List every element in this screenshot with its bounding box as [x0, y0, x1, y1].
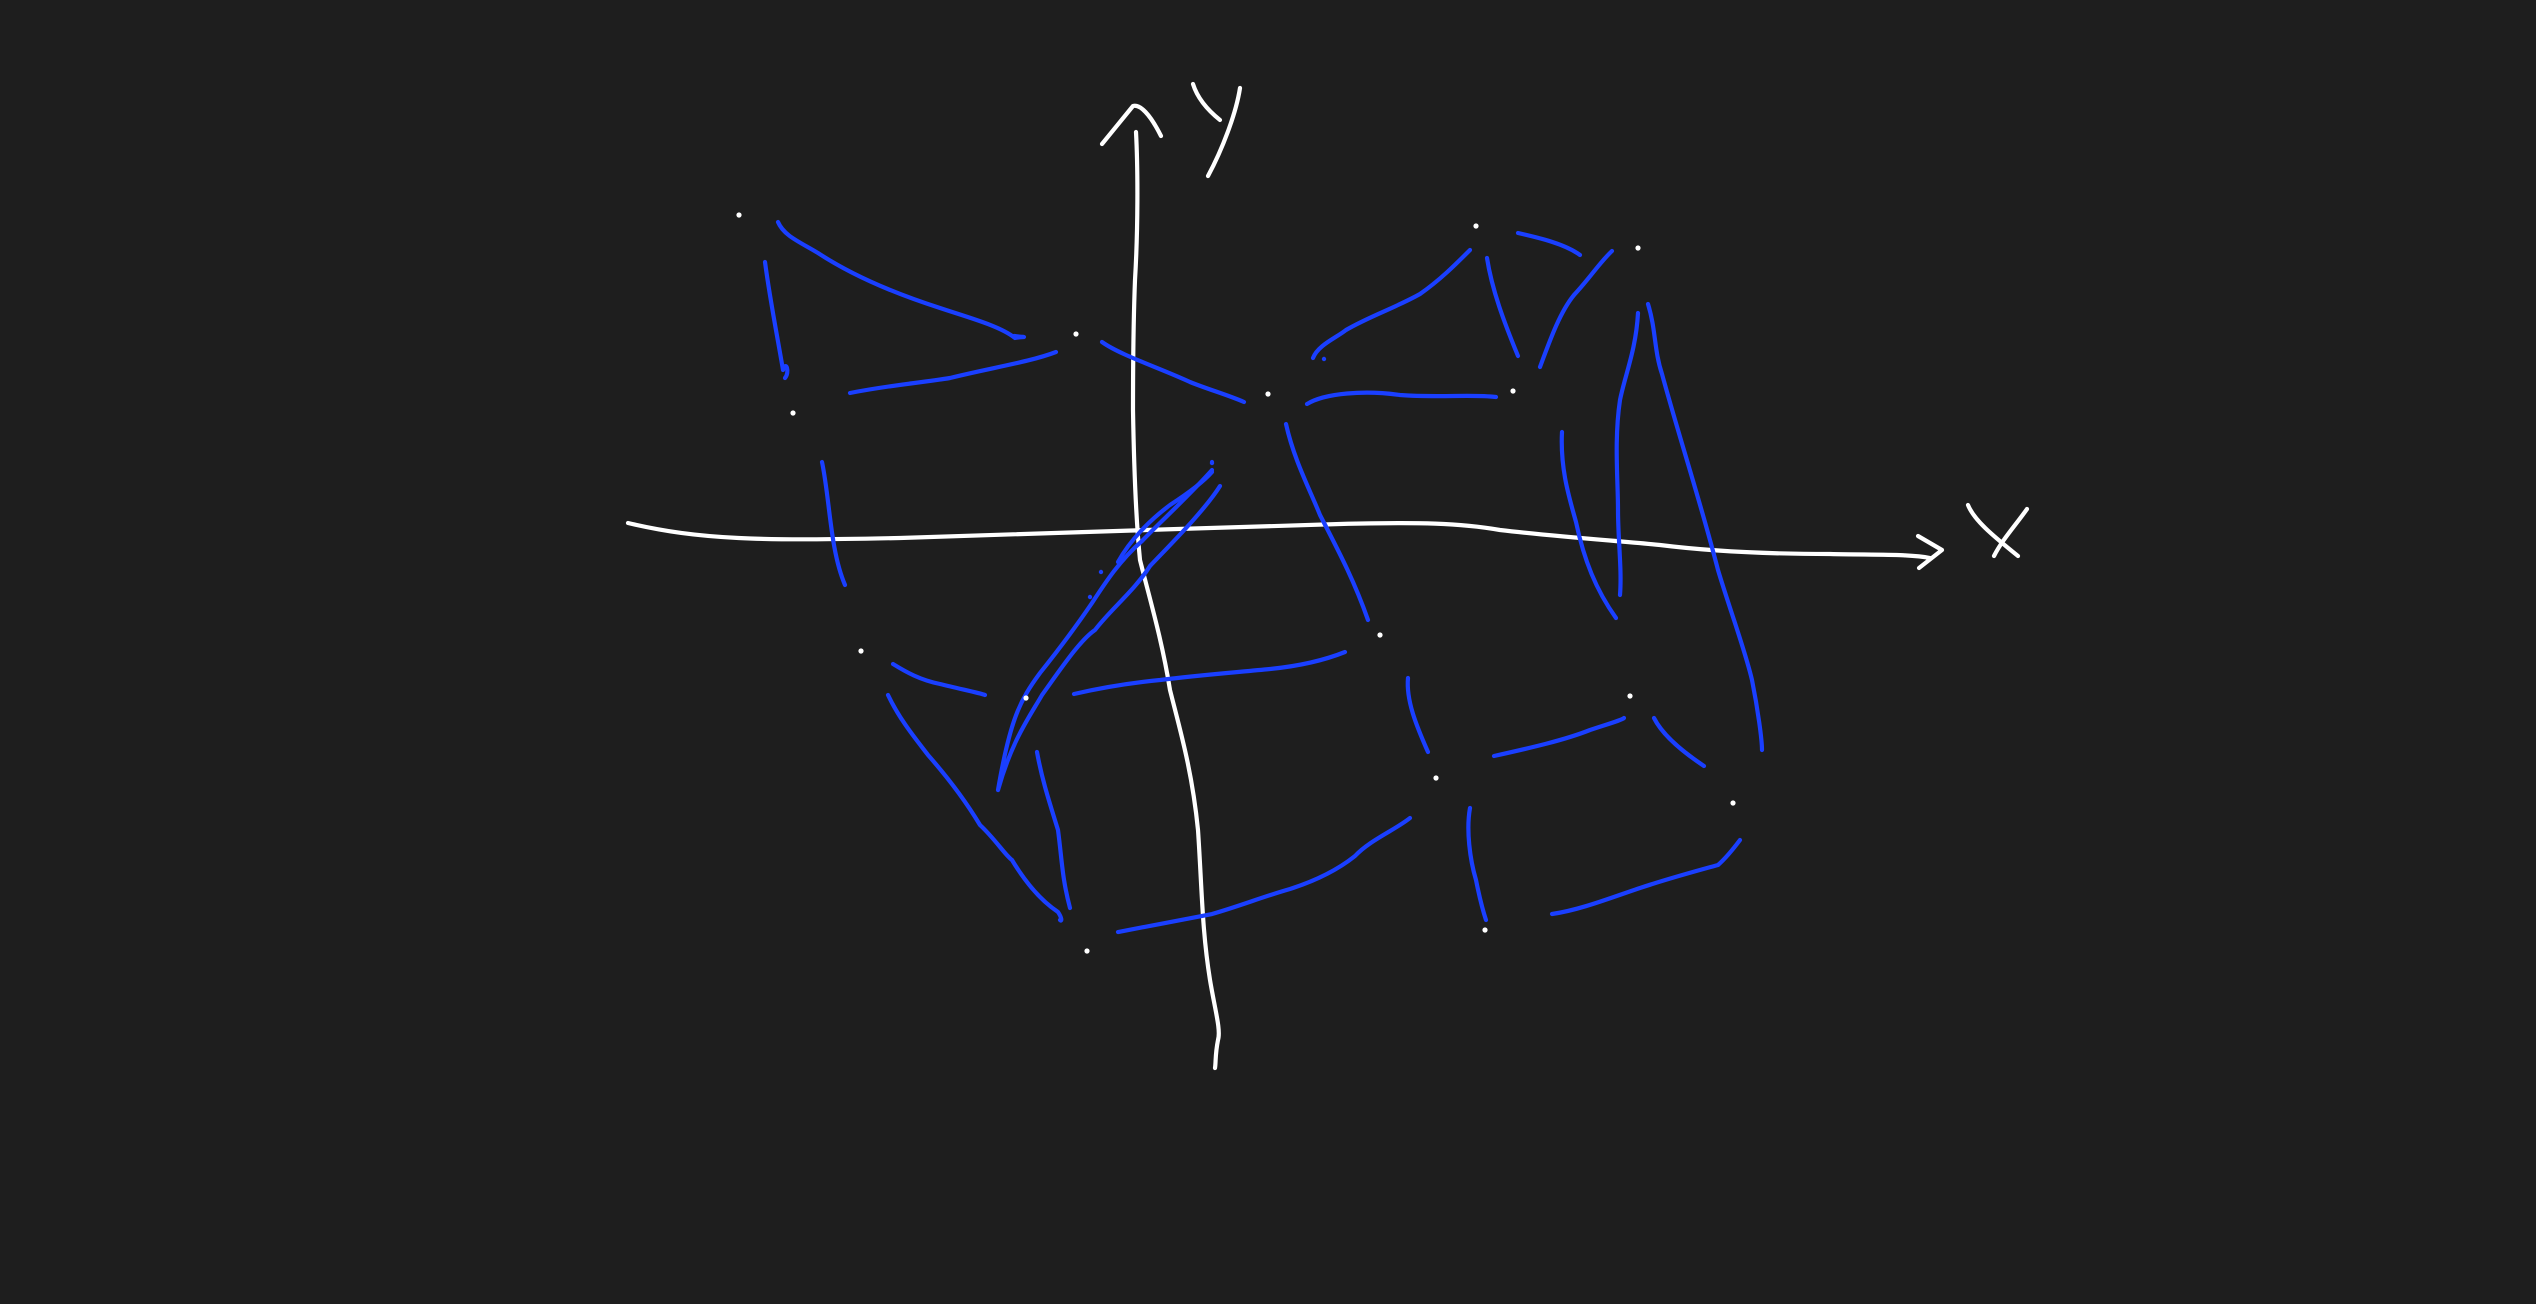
x-axis-arrowhead: [1915, 533, 1945, 571]
ink-stroke: [995, 467, 1223, 793]
vertex-dot: [1073, 331, 1079, 337]
vertex-dot: [1433, 775, 1439, 781]
ink-stroke: [1537, 248, 1615, 370]
ink-stroke: [885, 692, 1064, 923]
vertex-dot: [1084, 948, 1090, 954]
ink-stroke: [1549, 837, 1743, 917]
ink-dot: [1321, 356, 1327, 362]
x-axis-line: [625, 520, 1933, 561]
ink-stroke: [1466, 805, 1489, 923]
vertex-dot: [736, 212, 742, 218]
ink-stroke: [1614, 310, 1641, 598]
x-axis-label: X: [1965, 502, 2030, 559]
y-axis-arrowhead: [1099, 103, 1164, 147]
ink-stroke: [1484, 255, 1521, 359]
ink-stroke: [762, 259, 790, 381]
vertex-dot: [858, 648, 864, 654]
ink-stroke: [1310, 247, 1473, 361]
x-label-stroke-2: [1991, 506, 2030, 559]
ink-stroke: [847, 349, 1059, 396]
ink-stroke: [1491, 715, 1627, 759]
ink-stroke: [819, 459, 848, 588]
ink-stroke: [1304, 390, 1499, 407]
ink-stroke: [1645, 301, 1765, 753]
y-axis-line: [1130, 129, 1221, 1071]
ink-stroke: [1651, 715, 1707, 769]
ink-stroke: [1071, 649, 1348, 697]
y-label-right-stroke: [1205, 85, 1243, 179]
ink-stroke: [1283, 421, 1371, 623]
sketch-strokes: [762, 219, 1765, 935]
vertex-dot: [1510, 388, 1516, 394]
ink-dot: [1209, 460, 1215, 466]
ink-stroke: [1405, 675, 1431, 755]
ink-stroke: [1034, 749, 1073, 911]
ink-stroke: [1115, 469, 1215, 565]
ink-dot: [1098, 569, 1104, 575]
ink-stroke: [1099, 339, 1247, 405]
vertex-dot: [1482, 927, 1488, 933]
x-label-stroke-1: [1965, 502, 2021, 559]
vertex-dot: [1473, 223, 1479, 229]
ink-stroke: [890, 661, 988, 698]
vertex-dot: [1730, 800, 1736, 806]
vertex-dot: [1377, 632, 1383, 638]
vertex-dot: [790, 410, 796, 416]
ink-stroke: [1515, 230, 1583, 258]
ink-stroke: [775, 219, 1026, 341]
vertex-dot: [1265, 391, 1271, 397]
coordinate-axes: Y X: [625, 81, 2030, 1071]
vertex-dot: [1635, 245, 1641, 251]
ink-dot: [1087, 594, 1093, 600]
vertex-dots: [736, 212, 1736, 954]
y-label-left-stroke: [1190, 81, 1223, 123]
vertex-dot: [1023, 695, 1029, 701]
vertex-dot: [1627, 693, 1633, 699]
ink-stroke: [1115, 815, 1413, 935]
ink-stroke: [1559, 429, 1619, 621]
y-axis-label: Y: [1190, 81, 1243, 179]
